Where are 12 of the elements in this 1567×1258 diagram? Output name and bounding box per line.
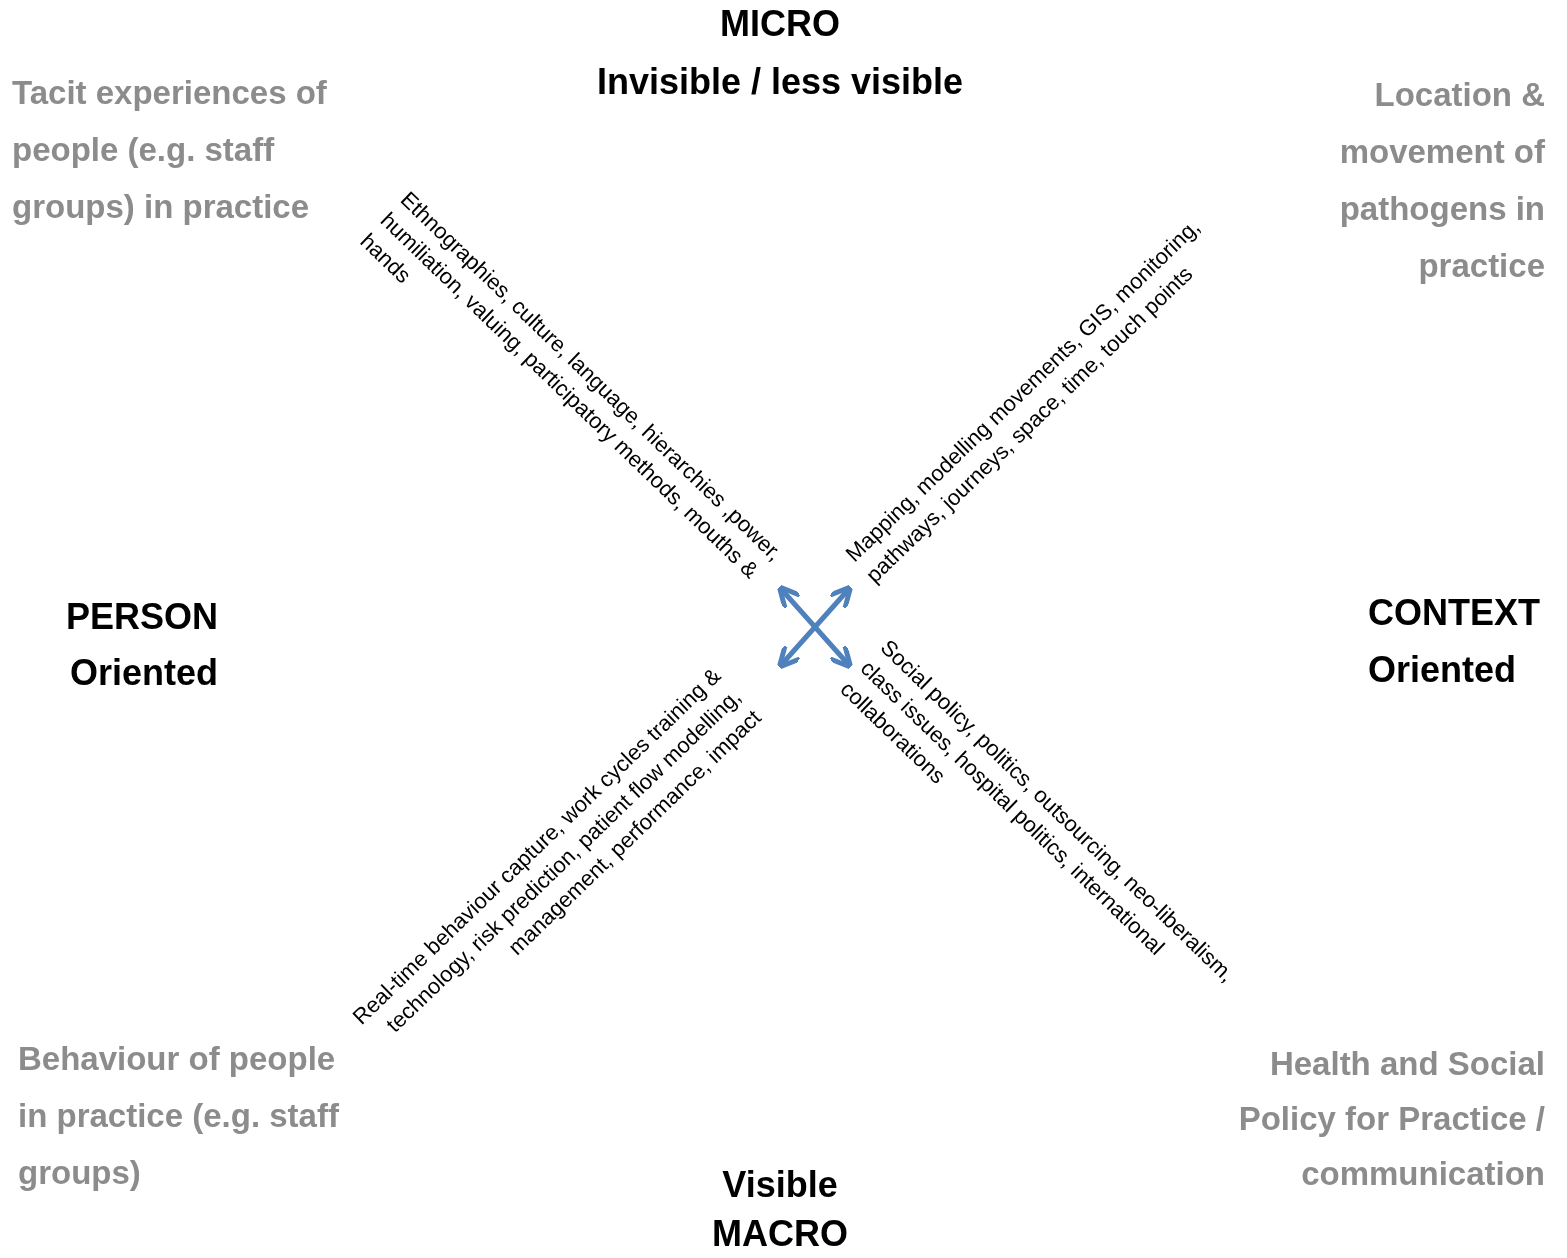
axis-label: MICRO xyxy=(719,2,841,46)
axis-label: Invisible / less visible xyxy=(595,60,965,104)
corner-note: Health and Social Policy for Practice / communication xyxy=(1237,1044,1545,1194)
axis-label: Oriented xyxy=(1368,648,1518,692)
axis-label: MACRO xyxy=(711,1212,849,1256)
corner-note: Behaviour of people in practice (e.g. staff groups) xyxy=(18,1039,340,1193)
corner-note: Location & movement of pathogens in practice xyxy=(1338,75,1545,286)
axis-label: Visible xyxy=(721,1163,839,1207)
corner-note: Tacit experiences of people (e.g. staff groups) in practice xyxy=(12,73,328,227)
axis-label: PERSON xyxy=(64,595,218,639)
axis-label: Oriented xyxy=(68,651,218,695)
axis-label: CONTEXT xyxy=(1368,591,1541,635)
